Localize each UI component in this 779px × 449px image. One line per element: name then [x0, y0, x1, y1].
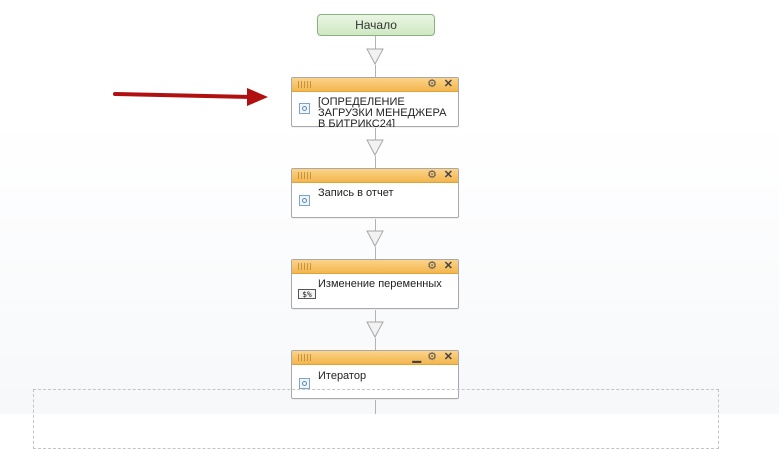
- connector-line: [375, 128, 376, 140]
- activity-block-iterator[interactable]: ▁ ⚙ ✕ Итератор: [291, 350, 459, 399]
- close-icon[interactable]: ✕: [443, 78, 453, 90]
- close-icon[interactable]: ✕: [443, 260, 453, 272]
- gear-icon[interactable]: ⚙: [427, 78, 437, 90]
- connector-line: [375, 156, 376, 168]
- block-header[interactable]: ⚙ ✕: [292, 260, 458, 274]
- activity-block-variables[interactable]: ⚙ ✕ $% Изменение переменных: [291, 259, 459, 309]
- block-label: Итератор: [318, 370, 367, 382]
- connector-line: [375, 65, 376, 77]
- drag-handle-icon[interactable]: [298, 263, 312, 270]
- connector-line: [375, 338, 376, 350]
- flow-arrow-icon: [366, 321, 384, 339]
- gear-icon[interactable]: ⚙: [427, 260, 437, 272]
- flow-arrow-icon: [366, 230, 384, 248]
- annotation-arrow-icon: [113, 88, 268, 106]
- start-node[interactable]: Начало: [317, 14, 435, 36]
- drag-handle-icon[interactable]: [298, 172, 312, 179]
- activity-block-loading-check[interactable]: ⚙ ✕ [ОПРЕДЕЛЕНИЕ ЗАГРУЗКИ МЕНЕДЖЕРА В БИ…: [291, 77, 459, 127]
- activity-icon: [299, 103, 310, 114]
- close-icon[interactable]: ✕: [443, 351, 453, 363]
- connector-line: [375, 36, 376, 50]
- block-header[interactable]: ⚙ ✕: [292, 169, 458, 183]
- connector-line: [375, 219, 376, 231]
- gear-icon[interactable]: ⚙: [427, 351, 437, 363]
- activity-block-report[interactable]: ⚙ ✕ Запись в отчет: [291, 168, 459, 218]
- block-label: Запись в отчет: [318, 187, 394, 199]
- drag-handle-icon[interactable]: [298, 354, 312, 361]
- variable-icon: $%: [298, 289, 316, 299]
- block-label: [ОПРЕДЕЛЕНИЕ ЗАГРУЗКИ МЕНЕДЖЕРА В БИТРИК…: [318, 96, 447, 128]
- flow-arrow-icon: [366, 139, 384, 157]
- connector-line: [375, 400, 376, 414]
- block-label: Изменение переменных: [318, 278, 442, 290]
- minimize-icon[interactable]: ▁: [412, 351, 421, 363]
- connector-line: [375, 247, 376, 259]
- block-header[interactable]: ⚙ ✕: [292, 78, 458, 92]
- gear-icon[interactable]: ⚙: [427, 169, 437, 181]
- activity-icon: [299, 378, 310, 389]
- activity-icon: [299, 195, 310, 206]
- flow-arrow-icon: [366, 48, 384, 66]
- close-icon[interactable]: ✕: [443, 169, 453, 181]
- connector-line: [375, 310, 376, 322]
- iterator-container: [33, 389, 719, 449]
- block-header[interactable]: ▁ ⚙ ✕: [292, 351, 458, 365]
- drag-handle-icon[interactable]: [298, 81, 312, 88]
